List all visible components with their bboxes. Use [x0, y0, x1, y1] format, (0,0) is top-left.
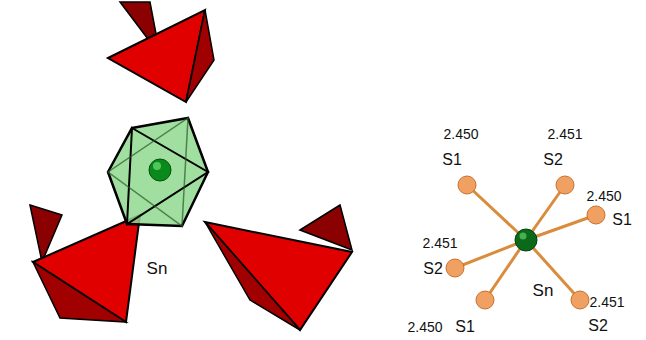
atom-label: S2	[543, 152, 563, 168]
atom-label: Sn	[533, 282, 554, 299]
atom-label: S2	[588, 318, 608, 334]
bond-length: 2.451	[422, 236, 457, 250]
atom-label: S1	[455, 319, 475, 335]
bond-length: 2.450	[407, 320, 442, 334]
atom-label: Sn	[147, 260, 168, 277]
atom-label: S1	[612, 212, 632, 228]
atom-label: S1	[442, 152, 462, 168]
bond-length: 2.450	[443, 127, 478, 141]
bond-length: 2.451	[589, 295, 624, 309]
bond-length: 2.451	[547, 127, 582, 141]
bond-length: 2.450	[586, 189, 621, 203]
atom-label: S2	[423, 261, 443, 277]
